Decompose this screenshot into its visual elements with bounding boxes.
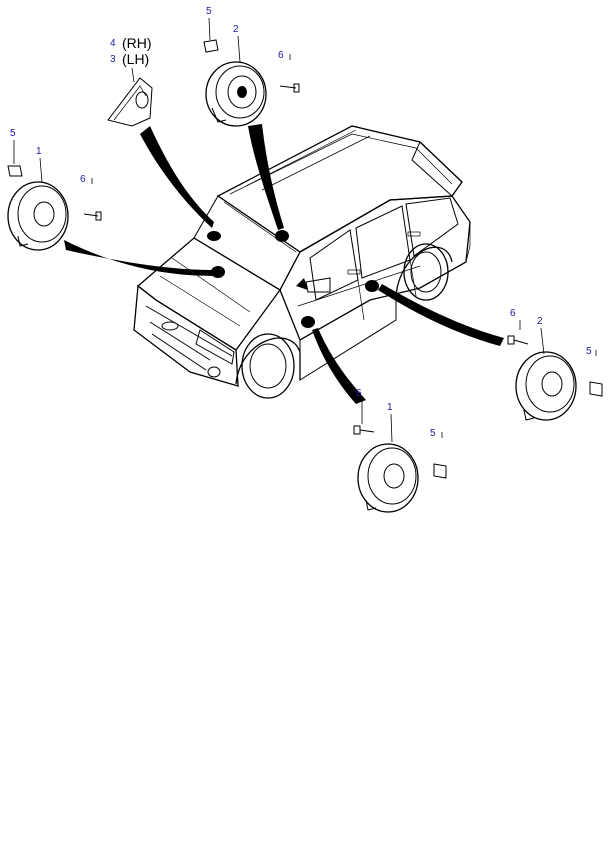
right-speaker [515,351,577,421]
right-screw [507,335,529,345]
vehicle-outline [133,125,471,399]
bottom-clip [433,463,447,479]
callout-tweeter-lh-side: (LH) [122,51,149,67]
tweeter-bracket [107,77,153,127]
callout-top-speaker-number: 2 [233,24,239,35]
callout-left-clip-number: 5 [10,128,16,139]
speaker-location-markers [207,230,379,328]
callout-right-clip-number: 5 [586,346,592,357]
callout-bottom-clip-number: 5 [430,428,436,439]
bottom-speaker [357,443,419,513]
callout-top-screw-number: 6 [278,50,284,61]
top-screw [279,83,300,93]
left-speaker [7,181,69,251]
location-leader-lines [64,124,504,404]
callout-tweeter-rh-number: 4 [110,38,116,49]
callout-right-speaker-number: 2 [537,316,543,327]
callout-bottom-screw-number: 6 [356,388,362,399]
left-clip [7,165,23,177]
callout-top-clip-number: 5 [206,6,212,17]
bottom-screw [353,425,375,435]
left-screw [83,211,102,221]
right-clip [589,381,603,397]
callout-tweeter-lh-number: 3 [110,54,116,65]
top-speaker [205,61,267,127]
callout-right-screw-number: 6 [510,308,516,319]
callout-left-speaker-number: 1 [36,146,42,157]
top-clip [203,39,219,53]
callout-tweeter-rh-side: (RH) [122,35,152,51]
callout-bottom-speaker-number: 1 [387,402,393,413]
callout-left-screw-number: 6 [80,174,86,185]
